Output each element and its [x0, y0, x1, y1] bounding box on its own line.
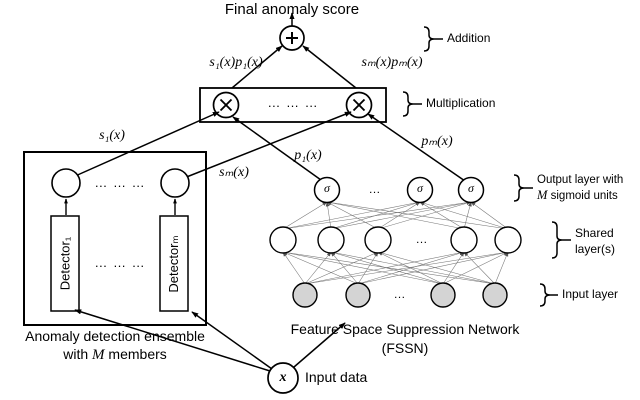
edge-label-p-last: pₘ(x)	[421, 134, 453, 149]
brace-input-layer	[539, 283, 558, 307]
brace-label-shared-2: layer(s)	[575, 242, 616, 256]
fssn-edges-hidden-output	[282, 200, 509, 230]
multiplication-box	[199, 87, 387, 123]
edge-label-s-last: sₘ(x)	[219, 165, 249, 180]
edge-label-s-first: s₁(x)	[99, 128, 125, 143]
fssn-caption-2: (FSSN)	[381, 340, 429, 356]
fssn-input-nodes	[292, 282, 508, 308]
detector-last-group	[159, 168, 190, 312]
fssn-hidden-nodes	[269, 226, 522, 254]
ensemble-caption-members: members	[104, 346, 167, 362]
edge-label-p-first: p₁(x)	[294, 148, 322, 163]
sigmoid-node-label-3: σ	[468, 181, 474, 195]
sigmoid-node-label-2: σ	[417, 181, 423, 195]
hidden-layer-ellipsis: …	[415, 232, 429, 246]
output-layer-suffix: sigmoid units	[547, 190, 618, 202]
edge-s1	[72, 111, 220, 178]
edge-sM	[183, 111, 352, 179]
ensemble-caption-2: with M members	[63, 346, 167, 363]
brace-label-multiplication: Multiplication	[426, 96, 496, 110]
input-data-caption: Input data	[305, 369, 368, 385]
brace-label-shared-1: Shared	[575, 226, 614, 240]
ensemble-caption-1: Anomaly detection ensemble	[25, 328, 205, 344]
sigmoid-node-label-1: σ	[324, 181, 330, 195]
fssn-edges-input-hidden	[282, 250, 509, 285]
ensemble-box	[23, 151, 207, 326]
mult-ellipsis: … … …	[267, 95, 319, 110]
detector-box-ellipsis: … … …	[94, 255, 146, 270]
edges-mult-to-sum	[231, 45, 357, 89]
fssn-output-nodes	[313, 176, 485, 204]
brace-label-input-layer: Input layer	[562, 287, 619, 301]
fssn-caption-1: Feature Space Suppression Network	[290, 321, 520, 337]
brace-addition	[423, 26, 443, 52]
detector-last-label: Detectorₘ	[166, 235, 181, 293]
detector-circle-ellipsis: … … …	[94, 175, 146, 190]
input-layer-ellipsis: …	[393, 287, 407, 301]
brace-label-output-layer-1: Output layer with	[537, 174, 624, 186]
brace-label-output-layer-2: M sigmoid units	[537, 188, 618, 202]
edges-from-input-data	[74, 309, 346, 372]
brace-output-layer	[513, 174, 533, 202]
detector-first-label: Detector₁	[57, 236, 73, 291]
input-data-symbol: x	[279, 370, 287, 385]
detector-first-group	[50, 168, 81, 312]
edge-label-left-product: s₁(x)p₁(x)	[209, 55, 263, 70]
input-data-node	[267, 362, 299, 394]
edge-label-right-product: sₘ(x)pₘ(x)	[361, 55, 423, 70]
brace-shared-layers	[551, 221, 571, 259]
ensemble-caption-with: with	[63, 346, 93, 362]
edge-pM	[367, 113, 466, 182]
sigmoid-layer-ellipsis: …	[368, 182, 382, 196]
addition-node	[279, 25, 305, 51]
page-title: Final anomaly score	[224, 1, 360, 18]
edge-p1	[232, 116, 322, 181]
brace-label-addition: Addition	[447, 31, 491, 45]
brace-multiplication	[402, 91, 422, 117]
